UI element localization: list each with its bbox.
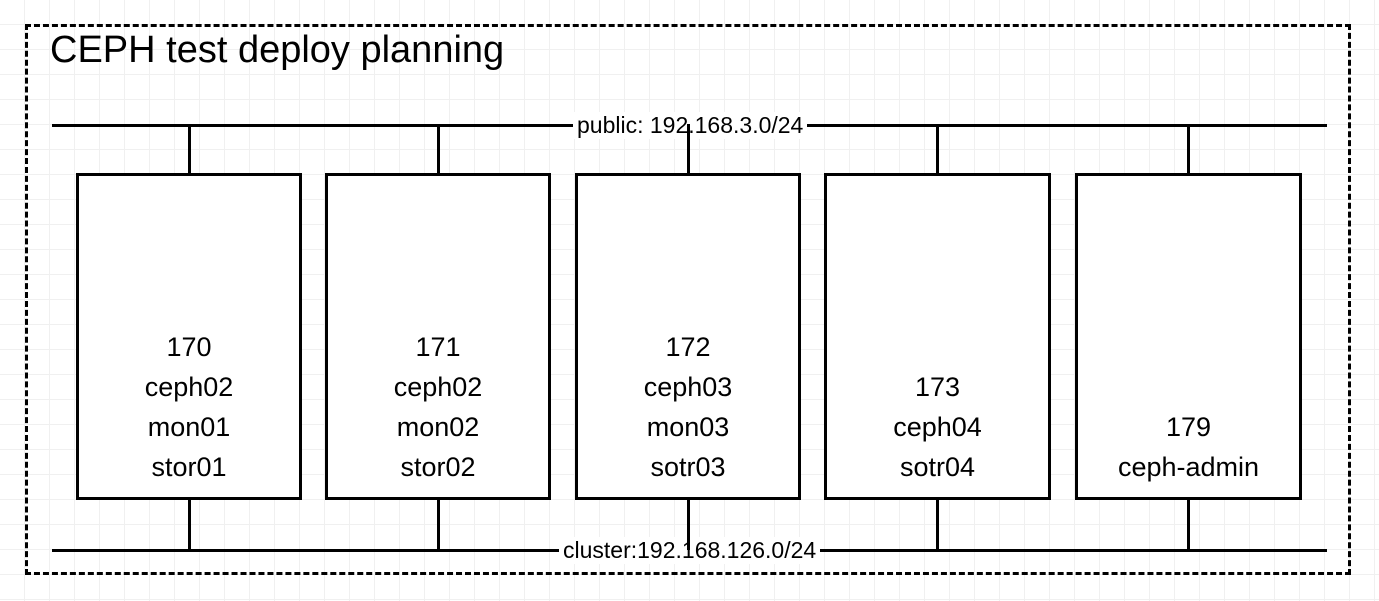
public-connector-node-170 <box>187 124 191 175</box>
page-title: CEPH test deploy planning <box>50 29 505 71</box>
node-line: mon03 <box>646 412 730 442</box>
node-line: 172 <box>665 332 711 362</box>
node-line: ceph04 <box>893 412 982 442</box>
node-box-node-170[interactable]: 170 ceph02 mon01 stor01 <box>76 173 302 500</box>
node-line: sotr04 <box>899 452 976 482</box>
public-connector-node-179 <box>1187 124 1190 175</box>
cluster-connector-node-170 <box>187 497 191 550</box>
cluster-connector-node-172 <box>686 497 690 550</box>
cluster-connector-node-171 <box>436 497 440 550</box>
public-network-label: public: 192.168.3.0/24 <box>573 112 808 139</box>
node-line: ceph03 <box>643 372 733 402</box>
node-line: stor02 <box>400 452 476 482</box>
node-line: 173 <box>914 372 961 402</box>
cluster-connector-node-173 <box>936 497 939 550</box>
cluster-connector-node-179 <box>1187 497 1190 550</box>
node-box-node-179[interactable]: 179 ceph-admin <box>1075 173 1302 500</box>
node-box-node-171[interactable]: 171 ceph02 mon02 stor02 <box>325 173 551 500</box>
cluster-network-label: cluster:192.168.126.0/24 <box>559 537 821 564</box>
node-line: sotr03 <box>650 452 726 482</box>
outer-dashed-frame <box>25 24 1351 575</box>
node-line: 170 <box>166 332 212 362</box>
node-line: ceph02 <box>393 372 483 402</box>
node-line: stor01 <box>151 452 227 482</box>
node-line: ceph02 <box>144 372 234 402</box>
node-box-node-173[interactable]: 173 ceph04 sotr04 <box>824 173 1051 500</box>
node-box-node-172[interactable]: 172 ceph03 mon03 sotr03 <box>575 173 801 500</box>
node-line: mon01 <box>147 412 231 442</box>
node-line: 171 <box>415 332 461 362</box>
public-connector-node-172 <box>686 124 690 175</box>
public-connector-node-173 <box>936 124 939 175</box>
node-line: ceph-admin <box>1117 452 1260 482</box>
node-line: mon02 <box>396 412 480 442</box>
public-connector-node-171 <box>436 124 440 175</box>
node-line: 179 <box>1165 412 1212 442</box>
